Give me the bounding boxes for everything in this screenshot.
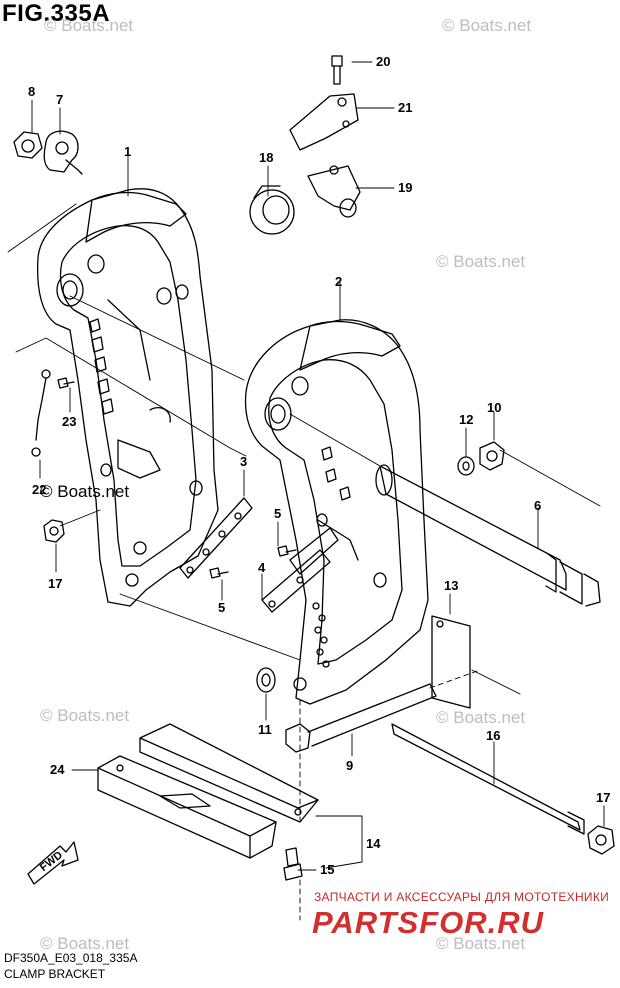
callout-24: 24 — [50, 762, 65, 777]
tilt-tube — [375, 464, 601, 607]
callout-13: 13 — [444, 578, 458, 593]
callout-18: 18 — [259, 150, 273, 165]
clamp-bracket-right — [244, 319, 429, 705]
clip-18 — [249, 185, 295, 235]
bolt-20 — [331, 55, 343, 85]
clamp-bracket-left — [36, 188, 219, 607]
callout-4: 4 — [258, 560, 266, 575]
callout-16: 16 — [486, 728, 500, 743]
callout-19: 19 — [398, 180, 412, 195]
bracket-19 — [307, 165, 361, 218]
callout-15: 15 — [320, 862, 334, 877]
washer-12 — [457, 456, 475, 476]
callout-21: 21 — [398, 100, 412, 115]
watermark: © Boats.net — [436, 708, 526, 727]
fwd-arrow-icon — [27, 841, 79, 885]
callout-7: 7 — [56, 92, 63, 107]
watermark: © Boats.net — [40, 706, 130, 725]
stop-plate-3 — [179, 497, 253, 579]
callout-labels: 20 21 18 19 8 7 1 2 22 23 12 10 3 5 6 4 … — [28, 54, 610, 877]
callout-9: 9 — [346, 758, 353, 773]
callout-3: 3 — [240, 454, 247, 469]
callout-10: 10 — [487, 400, 501, 415]
bolt-15 — [283, 847, 303, 881]
packing-7 — [43, 130, 83, 175]
bracket-21 — [289, 93, 359, 151]
callout-5-lower: 5 — [218, 600, 225, 615]
bolt-9 — [285, 683, 437, 753]
watermark: © Boats.net — [442, 16, 532, 35]
watermark: © Boats.net — [436, 934, 526, 953]
figure-code: DF350A_E03_018_335A — [4, 951, 138, 965]
nut-17-left — [43, 519, 65, 543]
washer-11 — [256, 667, 276, 693]
plate-13 — [431, 615, 471, 709]
callout-22: 22 — [32, 482, 46, 497]
watermark: © Boats.net — [436, 252, 526, 271]
anode-24 — [97, 723, 319, 859]
watermark: © Boats.net — [40, 934, 130, 953]
plate-4 — [261, 549, 331, 613]
watermark: © Boats.net — [40, 482, 130, 501]
callout-12: 12 — [459, 412, 473, 427]
figure-name: CLAMP BRACKET — [4, 967, 106, 981]
callout-14: 14 — [366, 836, 381, 851]
nut-17-right — [587, 825, 615, 855]
callout-5-upper: 5 — [274, 506, 281, 521]
nut-8 — [13, 131, 43, 159]
callout-6: 6 — [534, 498, 541, 513]
callout-17-left: 17 — [48, 576, 62, 591]
callout-2: 2 — [335, 274, 342, 289]
brand-logo: PARTSFOR.RU — [312, 905, 545, 940]
promo-tagline: ЗАПЧАСТИ И АКСЕССУАРЫ ДЛЯ МОТОТЕХНИКИ — [314, 890, 610, 904]
figure-title: FIG.335A — [2, 0, 111, 27]
screw-5-lower — [209, 567, 229, 579]
callout-20: 20 — [376, 54, 390, 69]
lead-wire-22 — [31, 369, 51, 457]
callout-23: 23 — [62, 414, 76, 429]
callout-17-right: 17 — [596, 790, 610, 805]
screw-23 — [57, 377, 75, 389]
callout-11: 11 — [258, 722, 272, 737]
watermark: © Boats.net — [44, 16, 134, 35]
rod-16 — [391, 723, 585, 835]
callout-8: 8 — [28, 84, 35, 99]
screw-5-upper — [277, 545, 297, 557]
nut-10 — [479, 441, 505, 471]
callout-1: 1 — [124, 144, 131, 159]
